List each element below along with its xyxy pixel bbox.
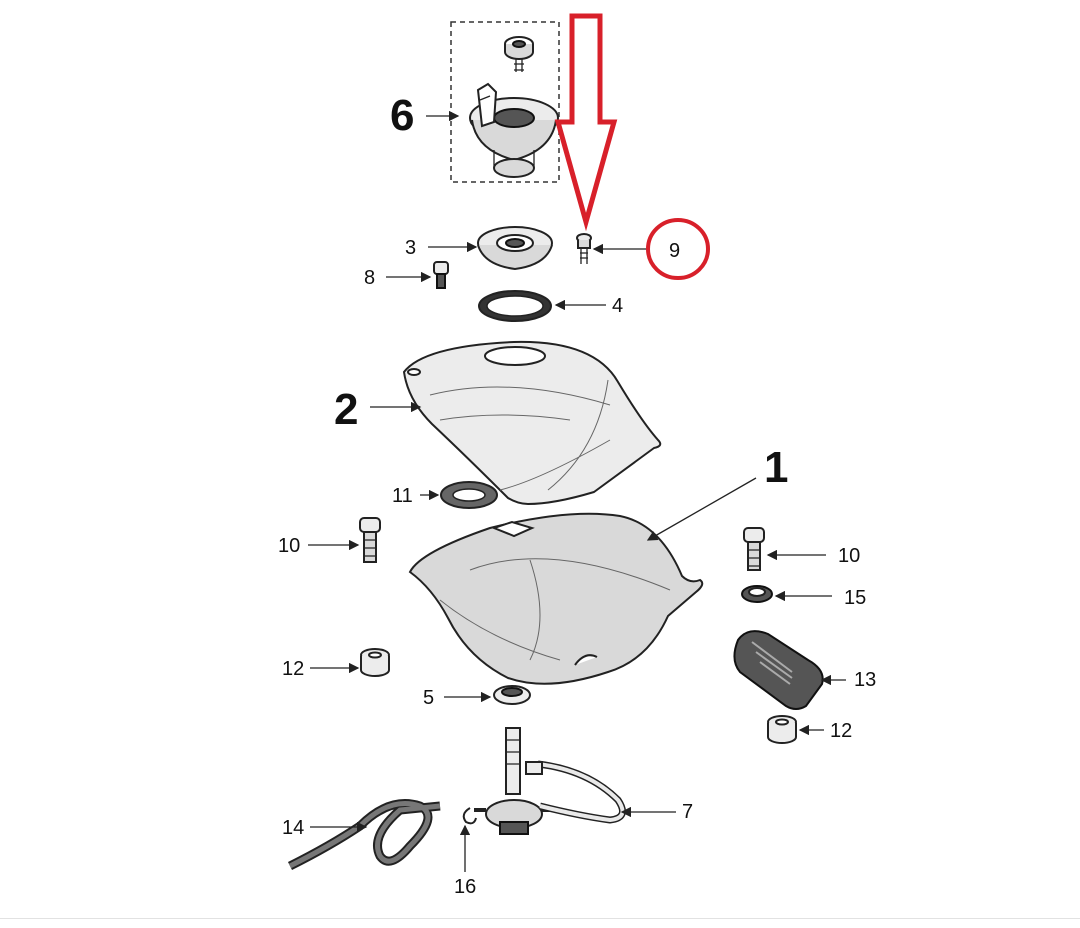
part-6-filler-cap bbox=[450, 21, 560, 183]
part-16-clip bbox=[462, 807, 477, 825]
callout-7: 7 bbox=[682, 801, 693, 823]
callout-5: 5 bbox=[423, 687, 434, 709]
part-15-washer bbox=[741, 585, 773, 603]
part-1-fuel-tank bbox=[408, 512, 704, 685]
leader-lines bbox=[308, 110, 846, 872]
callout-12-left: 12 bbox=[282, 658, 304, 680]
callout-12-right: 12 bbox=[830, 720, 852, 742]
part-9-screw bbox=[576, 233, 592, 264]
callout-13: 13 bbox=[854, 669, 876, 691]
part-3-flange-ring bbox=[477, 226, 553, 271]
callout-11: 11 bbox=[392, 485, 413, 507]
part-4-gasket bbox=[478, 290, 552, 322]
part-11-ring bbox=[440, 481, 498, 509]
part-6-dashed-box bbox=[450, 21, 560, 183]
callout-labels: 6 3 8 9 4 2 1 11 10 10 15 12 13 5 12 7 1… bbox=[278, 91, 876, 898]
callout-9: 9 bbox=[669, 240, 680, 262]
part-2-tank-cover bbox=[402, 340, 662, 506]
part-13-bracket bbox=[733, 630, 824, 710]
callout-3: 3 bbox=[405, 237, 416, 259]
callout-15: 15 bbox=[844, 587, 866, 609]
part-12-grommet-left bbox=[360, 648, 390, 677]
part-14-hose bbox=[287, 799, 441, 871]
highlight-annotation bbox=[554, 13, 710, 280]
callout-16: 16 bbox=[454, 876, 476, 898]
part-8-bolt bbox=[433, 261, 449, 289]
part-12-grommet-right bbox=[767, 715, 797, 744]
part-5-clamp bbox=[493, 685, 531, 705]
leader-1 bbox=[646, 477, 757, 541]
callout-4: 4 bbox=[612, 295, 623, 317]
callout-10-left: 10 bbox=[278, 535, 300, 557]
part-10-bolt-right bbox=[743, 527, 765, 571]
part-10-bolt-left bbox=[359, 517, 381, 563]
red-down-arrow-icon bbox=[554, 13, 618, 232]
callout-8: 8 bbox=[364, 267, 375, 289]
red-highlight-circle bbox=[646, 218, 710, 280]
callout-2: 2 bbox=[334, 385, 358, 434]
bottom-divider bbox=[0, 918, 1080, 919]
callout-1: 1 bbox=[764, 443, 788, 492]
part-7-fuel-tap bbox=[474, 727, 626, 835]
callout-6: 6 bbox=[390, 91, 414, 140]
callout-14: 14 bbox=[282, 817, 304, 839]
callout-10-right: 10 bbox=[838, 545, 860, 567]
